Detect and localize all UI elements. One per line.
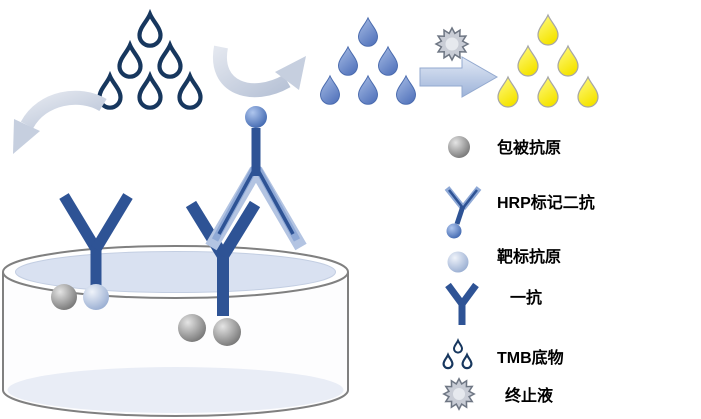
hrp-enzyme-sphere bbox=[245, 106, 267, 128]
legend-hrp-enzyme-sphere bbox=[446, 223, 462, 239]
legend-label-tmb-substrate: TMB底物 bbox=[497, 348, 564, 367]
legend: 包被抗原 HRP标记二抗 靶标抗原 一抗 TMB底物 终止液 bbox=[442, 136, 595, 410]
reaction-droplet-icon bbox=[338, 46, 358, 76]
curved-arrow-top-head bbox=[275, 56, 306, 90]
primary-antibody-left bbox=[59, 193, 133, 290]
curved-arrow-left bbox=[13, 90, 107, 154]
legend-label-target-antigen: 靶标抗原 bbox=[497, 247, 561, 266]
reaction-droplet-icon bbox=[358, 75, 378, 105]
legend-label-stop-solution: 终止液 bbox=[505, 386, 554, 405]
tmb-droplet-icon bbox=[461, 353, 473, 370]
curved-arrow-left-head bbox=[13, 119, 40, 154]
assay-plate bbox=[2, 245, 349, 417]
stopped-droplet-icon bbox=[577, 76, 599, 108]
legend-label-coated-antigen: 包被抗原 bbox=[497, 138, 561, 157]
stop-solution-burst-top bbox=[435, 27, 469, 61]
target-antigen-sphere bbox=[83, 284, 109, 310]
legend-primary-antibody-icon bbox=[445, 282, 479, 325]
dish-outline bbox=[2, 272, 349, 417]
reaction-droplet-icon bbox=[378, 46, 398, 76]
stopped-droplet-icon bbox=[557, 45, 579, 77]
coated-antigen-sphere bbox=[213, 318, 241, 346]
legend-label-primary-antibody: 一抗 bbox=[510, 288, 542, 307]
tmb-droplet-icon bbox=[442, 353, 454, 370]
tmb-droplet-icon bbox=[452, 339, 464, 354]
reaction-droplet-icon bbox=[358, 17, 378, 47]
dish-bottom-shading bbox=[7, 367, 344, 413]
reaction-droplet-icon bbox=[320, 75, 340, 105]
detection-complex bbox=[178, 106, 307, 346]
tmb-droplet-icon bbox=[180, 76, 201, 108]
tmb-droplets-cluster bbox=[100, 14, 201, 108]
tmb-droplet-icon bbox=[160, 45, 181, 76]
stopped-droplet-icon bbox=[497, 76, 519, 108]
tmb-droplet-icon bbox=[140, 76, 161, 108]
stopped-droplet-icon bbox=[517, 45, 539, 77]
reaction-droplet-icon bbox=[396, 75, 416, 105]
stop-solution-burst-center bbox=[453, 388, 465, 400]
reaction-droplets-cluster bbox=[320, 17, 416, 105]
legend-stop-solution-icon bbox=[443, 378, 475, 410]
hrp-secondary-antibody bbox=[205, 106, 307, 251]
stopped-droplet-icon bbox=[537, 76, 559, 108]
legend-tmb-substrate-icon bbox=[442, 339, 473, 370]
right-arrow-icon bbox=[419, 56, 499, 98]
coated-antigen-sphere bbox=[51, 284, 77, 310]
coated-antigen-sphere bbox=[178, 314, 206, 342]
legend-target-antigen-icon bbox=[447, 251, 469, 273]
legend-label-hrp-secondary-antibody: HRP标记二抗 bbox=[497, 193, 595, 212]
stop-solution-burst-center bbox=[445, 37, 459, 51]
curved-arrow-top bbox=[212, 45, 306, 98]
tmb-droplet-icon bbox=[120, 45, 141, 76]
stopped-droplets-cluster bbox=[497, 14, 599, 108]
legend-hrp-secondary-antibody-icon bbox=[444, 186, 482, 239]
stopped-droplet-icon bbox=[537, 14, 559, 46]
legend-coated-antigen-icon bbox=[448, 136, 470, 158]
tmb-droplet-icon bbox=[140, 14, 161, 46]
